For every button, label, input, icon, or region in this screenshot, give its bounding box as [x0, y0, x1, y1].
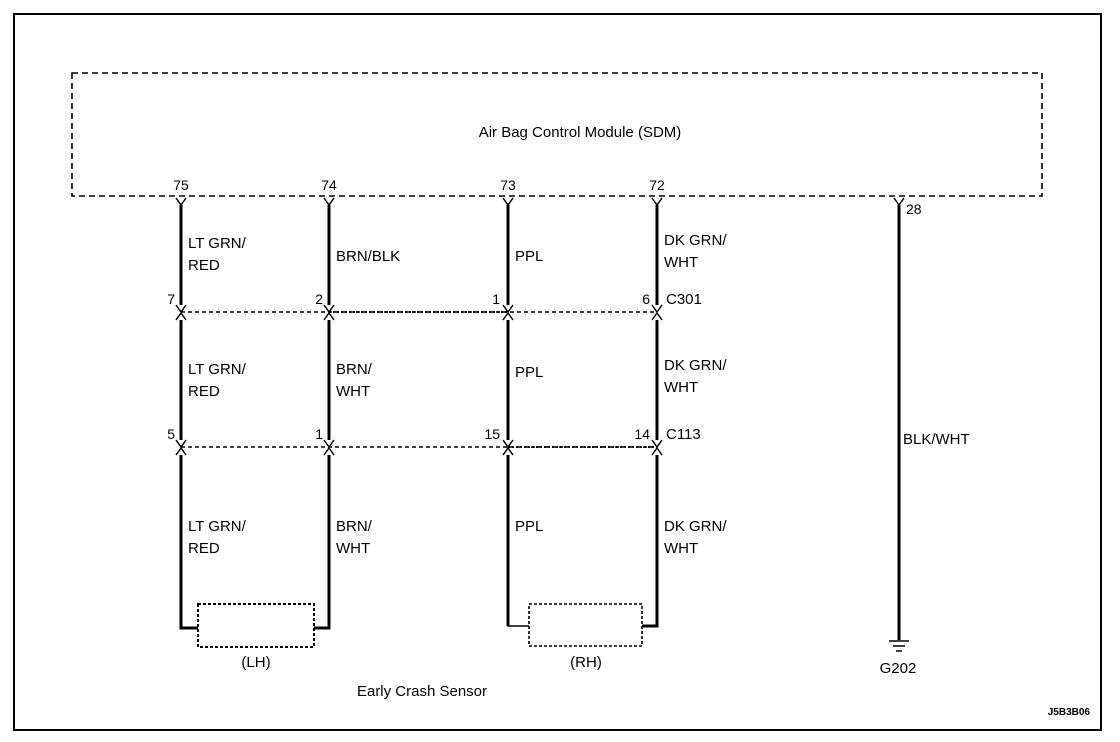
- crash-sensor-lh: [197, 603, 315, 648]
- ground-label: G202: [880, 660, 917, 677]
- c113-pin-b: 1: [315, 426, 323, 442]
- pin-74-label: 74: [321, 177, 337, 193]
- terminal-28: [893, 197, 905, 207]
- wire-mid-1-label-line1: LT GRN/: [188, 361, 247, 378]
- wire-1-bottom: [314, 455, 331, 630]
- wire-mid-2-label-line2: WHT: [336, 383, 370, 400]
- c301-pin-d: 6: [642, 291, 650, 307]
- c301-male-d: [651, 311, 663, 321]
- wire-bot-2-label-line1: BRN/: [336, 518, 373, 535]
- c301-pin-c: 1: [492, 291, 500, 307]
- wire-bot-2-label-line2: WHT: [336, 540, 370, 557]
- c113-male-b: [323, 446, 335, 456]
- c301-female-d: [651, 304, 663, 314]
- wire-15-bottom: [507, 455, 529, 627]
- c113-pin-a: 5: [167, 426, 175, 442]
- c301-female-c: [502, 304, 514, 314]
- c301-female-a: [175, 304, 187, 314]
- wire-bot-3-label-line1: PPL: [515, 518, 543, 535]
- c301-male-c: [502, 311, 514, 321]
- wire-mid-4-label-line1: DK GRN/: [664, 357, 727, 374]
- wire-mid-2-label-line1: BRN/: [336, 361, 373, 378]
- pin-72-label: 72: [649, 177, 665, 193]
- c301-name: C301: [666, 291, 702, 308]
- sensor-caption: Early Crash Sensor: [357, 683, 487, 700]
- wire-mid-4-label-line2: WHT: [664, 379, 698, 396]
- figure-id: J5B3B06: [1048, 707, 1091, 718]
- c113-male-c: [502, 446, 514, 456]
- terminal-72: [651, 197, 663, 207]
- wire-14-bottom: [642, 455, 659, 628]
- sdm-module-box: [71, 72, 1043, 197]
- sdm-module-title: Air Bag Control Module (SDM): [479, 124, 682, 141]
- wire-bot-1-label-line1: LT GRN/: [188, 518, 247, 535]
- sensor-lh-label: (LH): [241, 654, 270, 671]
- c301-male-b: [323, 311, 335, 321]
- wire-top-2-label-line1: BRN/BLK: [336, 248, 400, 265]
- c113-female-a: [175, 439, 187, 449]
- wire-bot-4-label-line2: WHT: [664, 540, 698, 557]
- terminal-74: [323, 197, 335, 207]
- wire-top-1-label-line2: RED: [188, 257, 220, 274]
- c113-name: C113: [666, 426, 701, 443]
- c113-female-b: [323, 439, 335, 449]
- c113-female-c: [502, 439, 514, 449]
- terminal-75: [175, 197, 187, 207]
- c113-pin-d: 14: [634, 426, 650, 442]
- c113-male-d: [651, 446, 663, 456]
- wire-bot-4-label-line1: DK GRN/: [664, 518, 727, 535]
- wire-top-3-label-line1: PPL: [515, 248, 543, 265]
- sensor-rh-label: (RH): [570, 654, 602, 671]
- diagram-frame: [13, 13, 1102, 731]
- wire-5-bottom: [179, 455, 198, 630]
- c301-pin-b: 2: [315, 291, 323, 307]
- ground-wire-label: BLK/WHT: [903, 431, 970, 448]
- c301-male-a: [175, 311, 187, 321]
- c113-female-d: [651, 439, 663, 449]
- pin-75-label: 75: [173, 177, 189, 193]
- pin-73-label: 73: [500, 177, 516, 193]
- terminal-73: [502, 197, 514, 207]
- wire-top-4-label-line2: WHT: [664, 254, 698, 271]
- c113-male-a: [175, 446, 187, 456]
- pin-28-label: 28: [906, 201, 922, 217]
- c301-female-b: [323, 304, 335, 314]
- c113-pin-c: 15: [484, 426, 500, 442]
- wire-top-1-label-line1: LT GRN/: [188, 235, 247, 252]
- wire-mid-3-label-line1: PPL: [515, 364, 543, 381]
- wire-mid-1-label-line2: RED: [188, 383, 220, 400]
- wire-bot-1-label-line2: RED: [188, 540, 220, 557]
- crash-sensor-rh: [528, 603, 643, 647]
- c301-pin-a: 7: [167, 291, 175, 307]
- wire-top-4-label-line1: DK GRN/: [664, 232, 727, 249]
